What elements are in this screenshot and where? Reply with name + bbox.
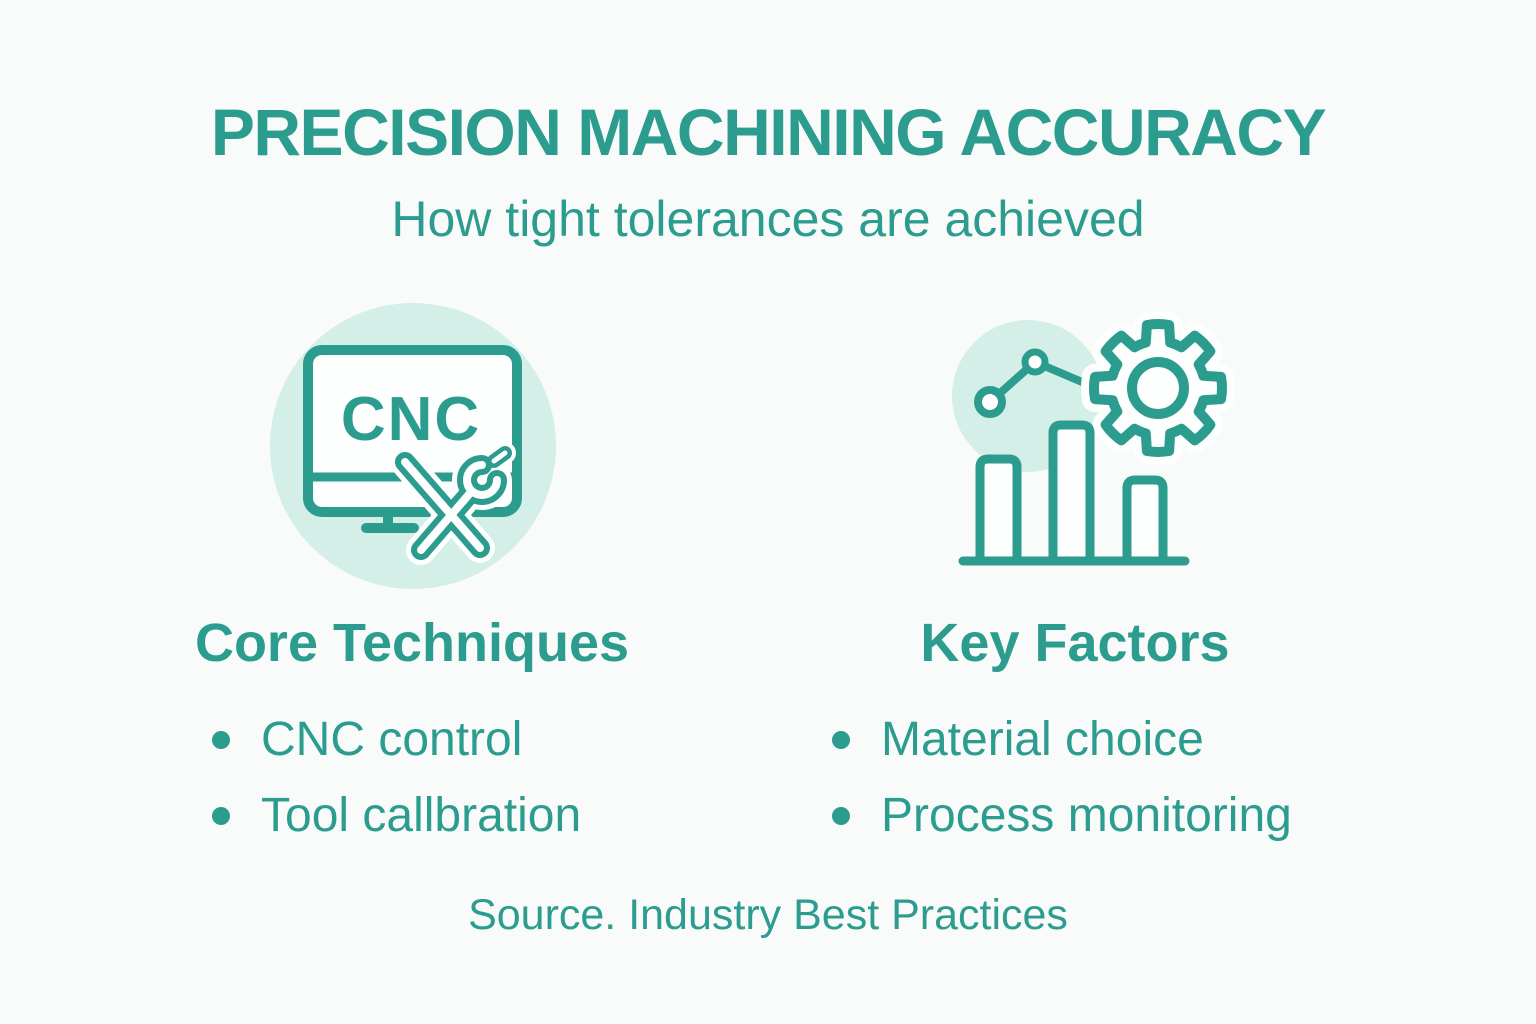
bullet-dot	[832, 807, 850, 825]
bar-chart-icon	[958, 420, 1190, 566]
list-item-label: Tool callbration	[261, 789, 582, 842]
column-heading-key-factors: Key Factors	[920, 613, 1230, 673]
gear-icon	[1081, 311, 1235, 465]
list-item-label: Material choice	[881, 713, 1204, 766]
monitor-screen-label: CNC	[341, 385, 481, 454]
list-item-label: CNC control	[261, 713, 523, 766]
source-attribution: Source. Industry Best Practices	[468, 891, 1068, 939]
list-item: Process monitoring	[832, 778, 1292, 854]
crossed-tools-icon	[390, 442, 516, 565]
bullet-dot	[832, 731, 850, 749]
bullet-dot	[212, 807, 230, 825]
list-item: Material choice	[832, 702, 1292, 778]
trend-line-icon	[974, 348, 1112, 418]
list-item-label: Process monitoring	[881, 789, 1292, 842]
cnc-monitor-tools-icon: CNC	[270, 303, 556, 589]
list-item: Tool callbration	[212, 778, 581, 854]
core-techniques-list: CNC control Tool callbration	[212, 702, 581, 854]
column-heading-core-techniques: Core Techniques	[194, 613, 630, 673]
page-title: PRECISION MACHINING ACCURACY	[210, 95, 1327, 169]
list-item: CNC control	[212, 702, 581, 778]
bullet-dot	[212, 731, 230, 749]
bar-chart-gear-trend-icon	[952, 311, 1235, 566]
page-subtitle: How tight tolerances are achieved	[391, 191, 1145, 247]
key-factors-list: Material choice Process monitoring	[832, 702, 1292, 854]
